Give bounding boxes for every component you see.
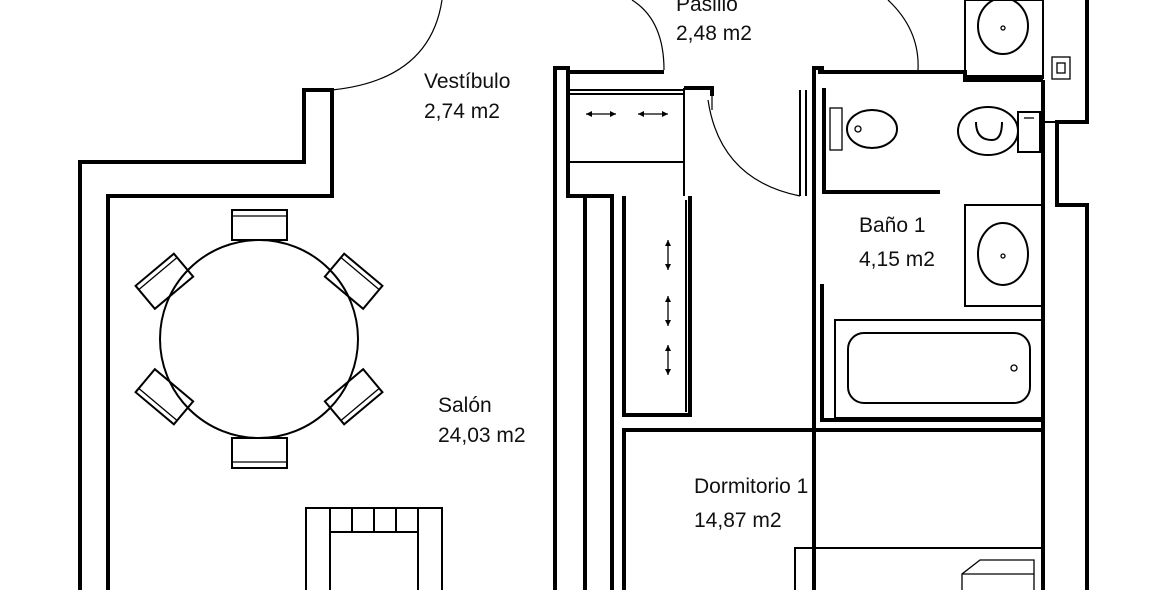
room-area-salon: 24,03 m2 [438,424,526,447]
room-name-pasillo: Pasillo [676,0,738,16]
bano-door-arc [887,0,919,71]
pasillo-door-arc [631,0,665,71]
closet-arrows [586,111,671,375]
room-area-pasillo: 2,48 m2 [676,22,752,45]
sink-top [977,0,1029,55]
bathtub [834,319,1044,419]
sofa [305,507,443,590]
bed [794,547,1043,590]
chair-top [231,209,288,241]
walls [78,0,1089,590]
room-name-dormitorio1: Dormitorio 1 [694,475,808,498]
bidet [846,109,898,149]
room-area-vestibulo: 2,74 m2 [424,100,500,123]
room-name-vestibulo: Vestíbulo [424,70,510,93]
closet-door-arc [707,99,801,197]
entrance-door-arc [331,0,443,91]
dining-table [134,209,384,469]
toilet [957,106,1019,156]
sink-middle [977,222,1029,286]
room-name-salon: Salón [438,394,492,417]
bathroom-fixtures [794,0,1071,590]
room-area-dormitorio1: 14,87 m2 [694,509,782,532]
room-area-bano1: 4,15 m2 [859,248,935,271]
room-name-bano1: Baño 1 [859,214,926,237]
chair-bottom [231,437,288,469]
doors [331,0,919,197]
room-labels: Pasillo 2,48 m2 Vestíbulo 2,74 m2 Baño 1… [424,0,935,532]
